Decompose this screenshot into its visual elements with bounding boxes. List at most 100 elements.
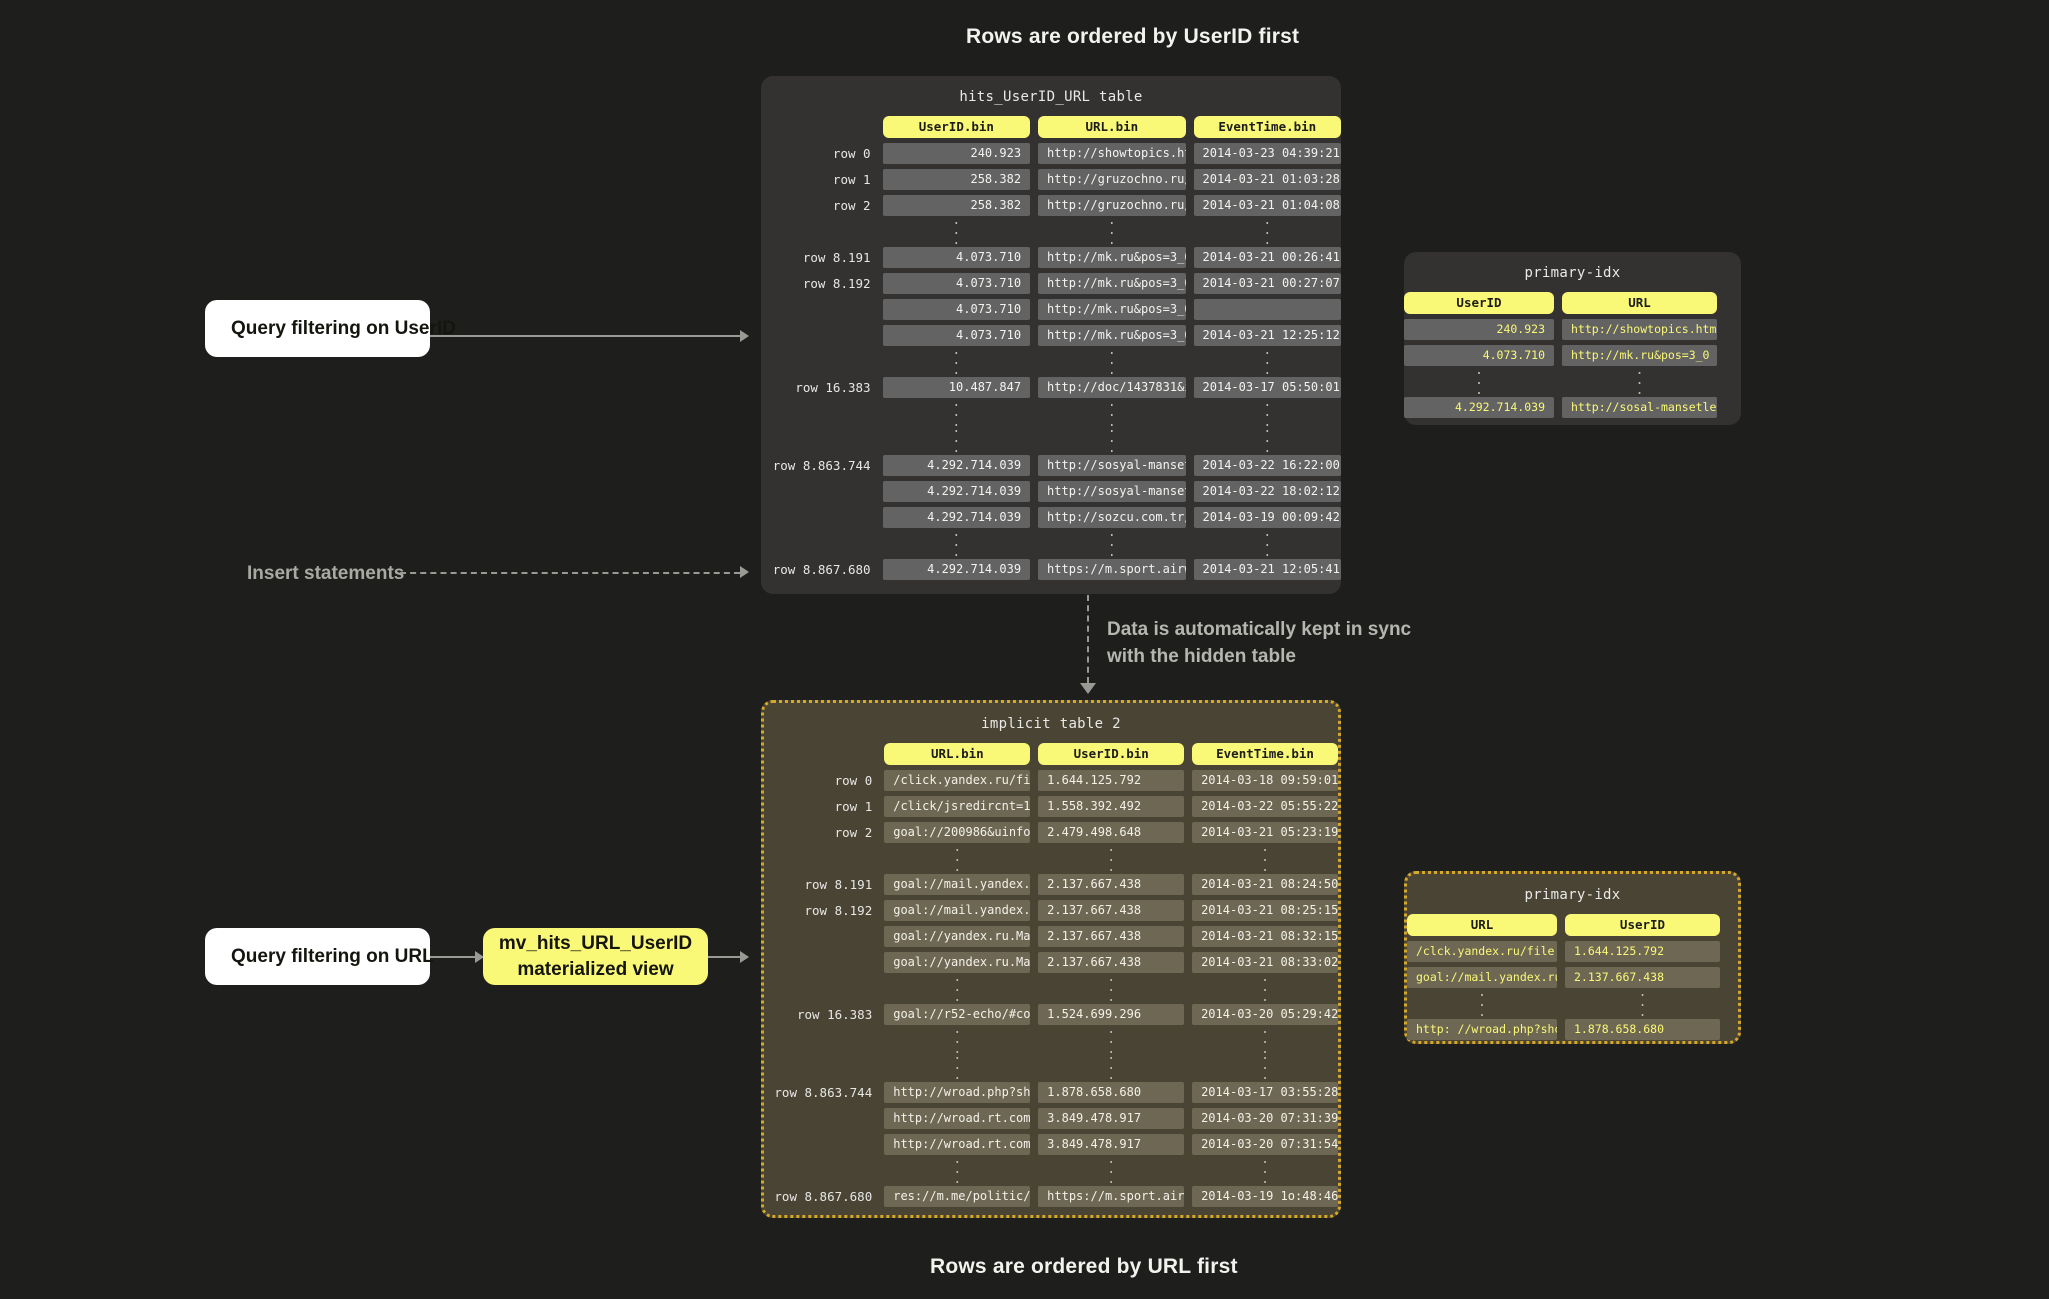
sync-note-line1: Data is automatically kept in sync (1107, 619, 1412, 640)
arrow-userid-to-table (740, 330, 749, 342)
table-row: row 1258.382http://gruzochno.ru/ekat...2… (761, 166, 1342, 192)
table-cell: /click/jsredircnt=1395412... (884, 795, 1031, 817)
ellipsis-marker: ... (952, 421, 961, 456)
materialized-view-box[interactable]: mv_hits_URL_UserID materialized view (483, 928, 708, 985)
ellipsis-marker: ... (1261, 970, 1269, 1005)
index-body: URLUserID/clck.yandex.ru/file.com...1.64… (1407, 912, 1738, 1042)
table-title: implicit table 2 (981, 716, 1121, 732)
sync-note-line2: with the hidden table (1107, 645, 1296, 667)
table-cell: res://m.me/politic/stati... (884, 1185, 1031, 1207)
table-row: http: //wroad.php?show/7...1.878.658.680 (1407, 1016, 1738, 1042)
table-row: 4.292.714.039http://sosyal-mansetleri...… (761, 478, 1342, 504)
table-cell: http: //wroad.php?show/7... (1407, 1018, 1557, 1040)
connector-insert-dashed (400, 572, 740, 574)
table-cell: /clck.yandex.ru/file.com... (1407, 940, 1557, 962)
arrow-insert-to-table (740, 566, 749, 578)
mv-subtitle: materialized view (517, 958, 674, 980)
ellipsis-marker: ... (1263, 213, 1272, 248)
ellipsis-marker: ... (1478, 985, 1486, 1020)
ellipsis-marker: ... (1107, 1022, 1116, 1057)
row-label: row 1 (832, 171, 871, 187)
table-cell: 4.292.714.039 (882, 558, 1031, 580)
table-cell: 240.923 (1404, 318, 1554, 340)
query-filtering-url-callout[interactable]: Query filtering on URL (205, 928, 434, 985)
table-cell: 2014-03-21 08:24:50 (1192, 873, 1338, 895)
table-cell: https://m.sport.airway/? (1038, 558, 1186, 580)
ellipsis-marker: ... (953, 970, 962, 1005)
table-cell: goal://yandex.ru.Ma... (884, 925, 1031, 947)
table-row: row 16.383goal://r52-echo/#compose...1.5… (764, 1001, 1338, 1027)
table-cell: http://wroad.rt.com/tr/... (884, 1133, 1031, 1155)
sync-note: Data is automatically kept in sync with … (1107, 617, 1411, 671)
ellipsis-marker: ... (1107, 395, 1116, 430)
table-row: goal://yandex.ru.Ma...2.137.667.4382014-… (764, 949, 1338, 975)
ellipsis-marker: ... (1263, 395, 1272, 430)
ellipsis-marker: ... (1261, 1022, 1269, 1057)
column-header: UserID (1404, 292, 1554, 314)
column-header: EventTime.bin (1193, 116, 1342, 138)
arrow-url-to-mv (475, 951, 484, 963)
ellipsis-marker: ... (1638, 985, 1647, 1020)
table-row: goal://yandex.ru.Ma...2.137.667.4382014-… (764, 923, 1338, 949)
table-row: 4.292.714.039http://sosal-mansetleri... (1404, 394, 1741, 420)
ellipsis-marker: ... (1261, 1048, 1269, 1083)
column-header: UserID.bin (1038, 743, 1185, 765)
ellipsis-marker: ... (1107, 1152, 1116, 1187)
table-cell: 10.487.847 (882, 376, 1031, 398)
column-header: URL.bin (884, 743, 1031, 765)
table-row: 4.292.714.039http://sozcu.com.tr/oaut201… (761, 504, 1342, 530)
column-header: URL.bin (1038, 116, 1186, 138)
bottom-caption: Rows are ordered by URL first (930, 1255, 1238, 1278)
arrow-mv-to-table (740, 951, 749, 963)
column-header: UserID.bin (882, 116, 1031, 138)
table-cell: 4.073.710 (882, 272, 1031, 294)
ellipsis-marker: ... (1261, 840, 1269, 875)
ellipsis-marker: ... (952, 525, 961, 560)
query-filtering-userid-callout[interactable]: Query filtering on UserID (205, 300, 456, 357)
table-row: row 1/click/jsredircnt=1395412...1.558.3… (764, 793, 1338, 819)
table-cell: goal://200986&uinfo=wn-1... (884, 821, 1031, 843)
table-cell: 2014-03-21 01:03:28 (1193, 168, 1342, 190)
ellipsis-marker: ... (1107, 840, 1116, 875)
table-header-row: UserID URL (1404, 290, 1741, 316)
table-cell: 2014-03-21 12:05:41 (1193, 558, 1342, 580)
ellipsis-marker: ... (1107, 970, 1116, 1005)
index-title: primary-idx (1524, 887, 1621, 903)
ellipsis-marker: ... (1263, 421, 1272, 456)
table-row: goal://mail.yandex.ru/Ma...2.137.667.438 (1407, 964, 1738, 990)
column-header: URL (1562, 292, 1717, 314)
ellipsis-marker: ... (1475, 363, 1483, 398)
ellipsis-marker: ... (953, 1048, 962, 1083)
table-row: row 0/click.yandex.ru/file.co ...1.644.1… (764, 767, 1338, 793)
row-label: row 8.192 (804, 902, 873, 918)
ellipsis-row: ......... (764, 1022, 1338, 1057)
table-title: hits_UserID_URL table (959, 89, 1143, 105)
table-row: http://wroad.rt.com/tr/...3.849.478.9172… (764, 1105, 1338, 1131)
table-cell: 2014-03-21 00:27:07 (1193, 272, 1342, 294)
table-cell: 2.137.667.438 (1038, 925, 1185, 947)
table-cell: 258.382 (882, 194, 1031, 216)
ellipsis-marker: ... (1107, 421, 1116, 456)
ellipsis-row: ......... (764, 970, 1338, 1005)
table-cell: 2014-03-23 04:39:21 (1193, 142, 1342, 164)
ellipsis-row: ...... (1407, 985, 1738, 1020)
table-cell: https://m.sport.airway/? (1038, 1185, 1185, 1207)
table-cell: http://mk.ru&pos=3_0 (1038, 246, 1186, 268)
table-cell: goal://yandex.ru.Ma... (884, 951, 1031, 973)
table-row: /clck.yandex.ru/file.com...1.644.125.792 (1407, 938, 1738, 964)
table-cell: 2014-03-20 07:31:54 (1192, 1133, 1338, 1155)
ellipsis-marker: ... (1261, 1152, 1269, 1187)
ellipsis-marker: ... (1635, 363, 1644, 398)
table-cell: http://doc/1437831&is_mo... (1038, 376, 1186, 398)
table-cell: http://gruzochno.ru/ekat... (1038, 194, 1186, 216)
table-cell: 240.923 (882, 142, 1031, 164)
row-label: row 16.383 (796, 1006, 873, 1022)
top-caption: Rows are ordered by UserID first (966, 25, 1300, 48)
table-cell: http://sosal-mansetleri... (1562, 396, 1717, 418)
table-row: row 2258.382http://gruzochno.ru/ekat...2… (761, 192, 1342, 218)
